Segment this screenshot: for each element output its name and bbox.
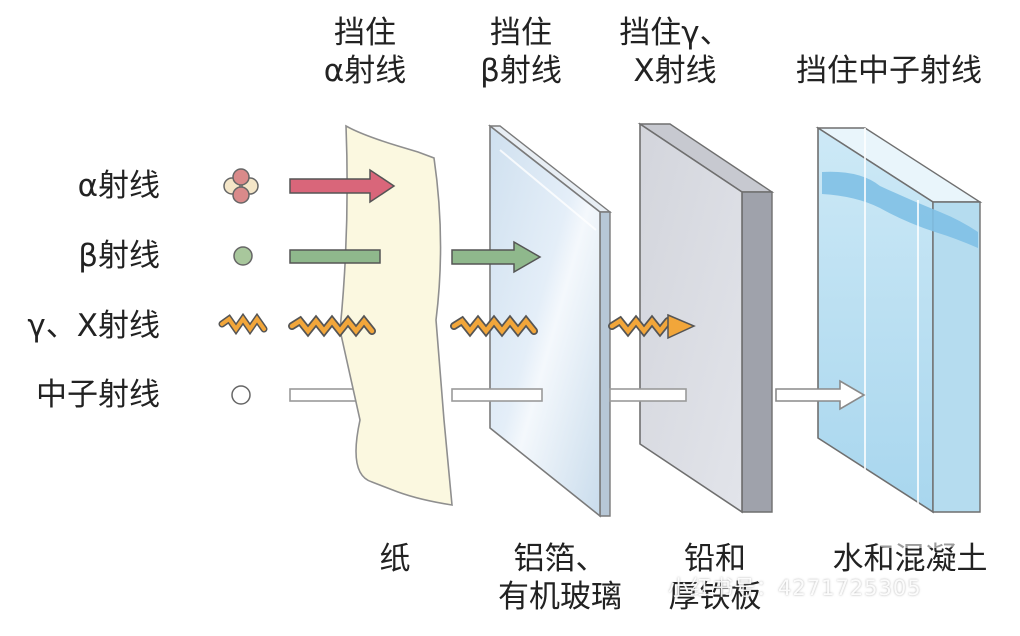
- material-foil-line2: 有机玻璃: [498, 579, 622, 615]
- alpha-arrow: [289, 168, 396, 204]
- header-paper: 挡住 α射线: [300, 14, 430, 90]
- paper-sheet: [339, 124, 453, 506]
- gamma-wave-seg1: [288, 314, 376, 338]
- header-water: 挡住中子射线: [784, 52, 994, 90]
- beta-particle-icon: [233, 246, 253, 266]
- beta-arrow: [451, 240, 542, 274]
- header-paper-line1: 挡住: [334, 15, 396, 51]
- header-lead-line1: 挡住γ、: [619, 15, 731, 51]
- header-lead-line2: X射线: [633, 53, 717, 89]
- header-foil-line2: β射线: [480, 53, 562, 89]
- header-water-line1: 挡住中子射线: [796, 53, 982, 89]
- ray-label-gamma-x: γ、X射线: [27, 308, 160, 344]
- material-lead: 铅和 厚铁板: [650, 540, 780, 616]
- alpha-particle-icon: [223, 168, 259, 204]
- header-foil-line1: 挡住: [490, 15, 552, 51]
- wave-icon: [218, 312, 268, 336]
- header-paper-line2: α射线: [323, 53, 407, 89]
- material-foil-line1: 铝箔、: [513, 541, 607, 577]
- material-foil: 铝箔、 有机玻璃: [480, 540, 640, 616]
- gamma-wave-seg2: [450, 314, 538, 338]
- beta-arrow-seg1: [289, 249, 381, 264]
- material-paper: 纸: [350, 540, 440, 578]
- ray-label-alpha: α射线: [77, 168, 160, 204]
- material-paper-line1: 纸: [379, 541, 411, 577]
- neutron-line-seg2: [451, 388, 543, 402]
- header-lead: 挡住γ、 X射线: [605, 14, 745, 90]
- watermark: 小红书号：4271725305: [668, 576, 922, 600]
- aluminium-foil-plate: [487, 124, 613, 518]
- ray-label-beta: β射线: [78, 238, 160, 274]
- watermark-logo: [872, 518, 962, 548]
- gamma-wave-arrow: [608, 313, 696, 340]
- header-foil: 挡住 β射线: [456, 14, 586, 90]
- neutron-line-seg3: [609, 388, 687, 402]
- ray-label-neutron: 中子射线: [36, 377, 160, 413]
- lead-iron-plate: [637, 122, 775, 514]
- water-concrete-tank: [815, 126, 983, 514]
- material-lead-line2: 厚铁板: [668, 579, 762, 615]
- material-lead-line1: 铅和: [684, 541, 746, 577]
- neutron-arrow: [775, 379, 866, 411]
- neutron-icon: [231, 385, 251, 405]
